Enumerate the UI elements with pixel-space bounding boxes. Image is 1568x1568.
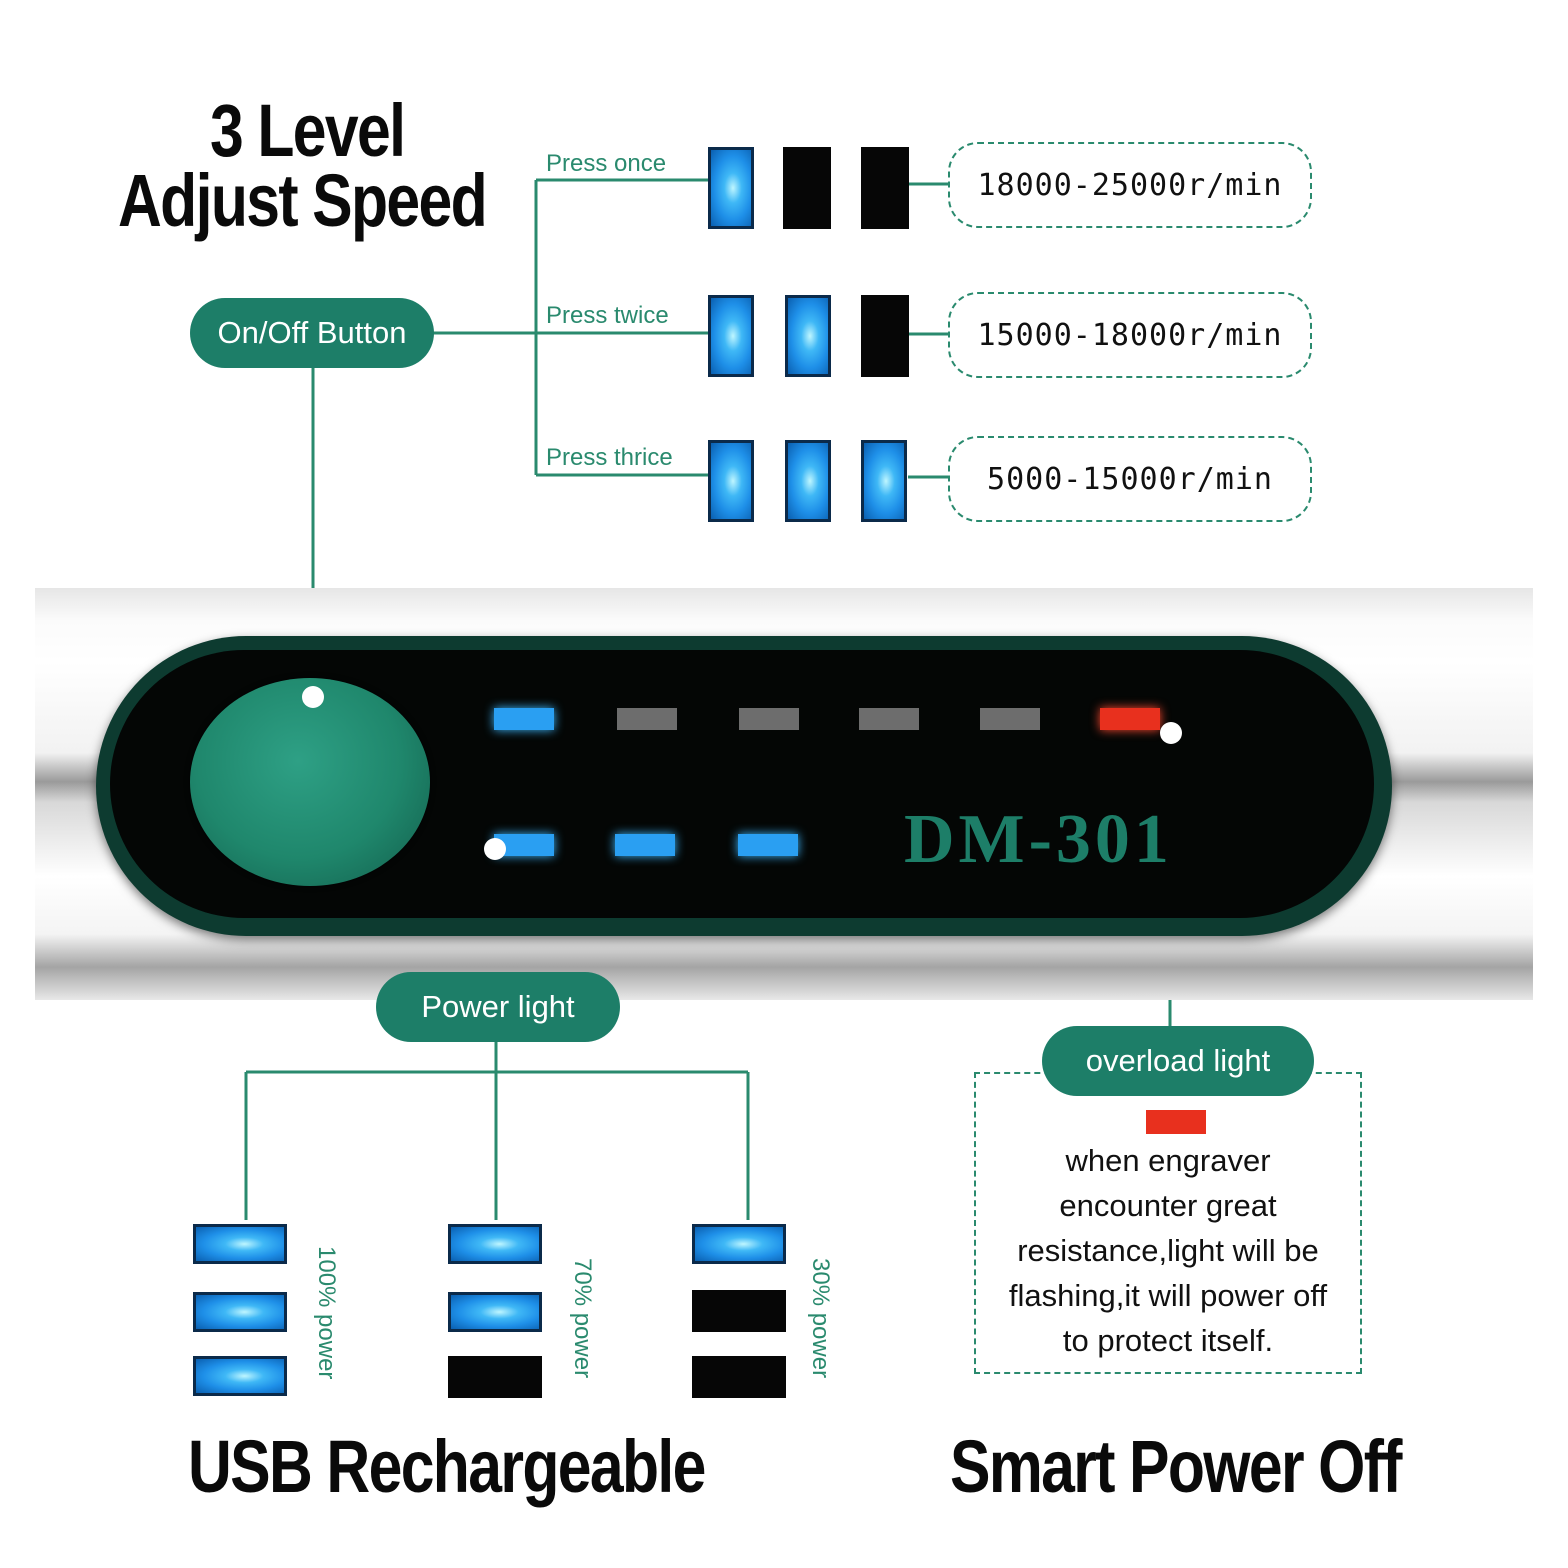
panel-speed-led-off xyxy=(739,708,799,730)
power-led xyxy=(193,1356,287,1396)
speed-led xyxy=(861,440,907,522)
speed-range-3: 5000-15000r/min xyxy=(948,436,1312,522)
power-led-off xyxy=(692,1290,786,1332)
on-off-label: On/Off Button xyxy=(190,298,434,368)
power-led xyxy=(448,1292,542,1332)
power-30-label: 30% power xyxy=(807,1258,834,1379)
power-led xyxy=(692,1224,786,1264)
panel-speed-led-lit xyxy=(494,708,554,730)
overload-led-icon xyxy=(1146,1110,1206,1134)
speed-led xyxy=(785,295,831,377)
button-dot xyxy=(302,686,324,708)
press-thrice-label: Press thrice xyxy=(546,444,673,471)
title-line-2: Adjust Speed xyxy=(118,159,488,242)
power-led xyxy=(448,1224,542,1264)
overload-desc-line: flashing,it will power off xyxy=(1008,1278,1328,1313)
speed-range-2: 15000-18000r/min xyxy=(948,292,1312,378)
overload-description: when engraver encounter great resistance… xyxy=(976,1138,1360,1363)
title-line-1: 3 Level xyxy=(210,89,406,172)
speed-led-off xyxy=(783,147,831,229)
panel-power-led xyxy=(494,834,554,856)
speed-led-off xyxy=(861,147,909,229)
model-number: DM-301 xyxy=(904,801,1173,878)
overload-light-label: overload light xyxy=(1042,1026,1314,1096)
panel-power-led xyxy=(738,834,798,856)
panel-speed-led-off xyxy=(617,708,677,730)
panel-power-led xyxy=(615,834,675,856)
power-button[interactable] xyxy=(190,678,430,886)
power-dot xyxy=(484,838,506,860)
overload-desc-line: to protect itself. xyxy=(1062,1323,1274,1358)
overload-desc-line: resistance,light will be xyxy=(1017,1233,1319,1268)
power-light-label: Power light xyxy=(376,972,620,1042)
power-70-label: 70% power xyxy=(569,1258,596,1379)
panel-speed-led-off xyxy=(859,708,919,730)
press-twice-label: Press twice xyxy=(546,302,669,329)
overload-desc-line: encounter great xyxy=(1059,1188,1277,1223)
power-100-label: 100% power xyxy=(313,1246,340,1380)
overload-led xyxy=(1100,708,1160,730)
speed-led-off xyxy=(861,295,909,377)
power-led xyxy=(193,1224,287,1264)
footer-usb-rechargeable: USB Rechargeable xyxy=(188,1425,706,1508)
overload-dot xyxy=(1160,722,1182,744)
power-led-off xyxy=(692,1356,786,1398)
speed-led xyxy=(708,295,754,377)
footer-smart-power-off: Smart Power Off xyxy=(950,1425,1402,1508)
power-led xyxy=(193,1292,287,1332)
panel-speed-led-off xyxy=(980,708,1040,730)
speed-led xyxy=(708,440,754,522)
speed-range-1: 18000-25000r/min xyxy=(948,142,1312,228)
overload-desc-line: when engraver xyxy=(1065,1143,1271,1178)
speed-led xyxy=(708,147,754,229)
speed-led xyxy=(785,440,831,522)
press-once-label: Press once xyxy=(546,150,667,177)
power-led-off xyxy=(448,1356,542,1398)
